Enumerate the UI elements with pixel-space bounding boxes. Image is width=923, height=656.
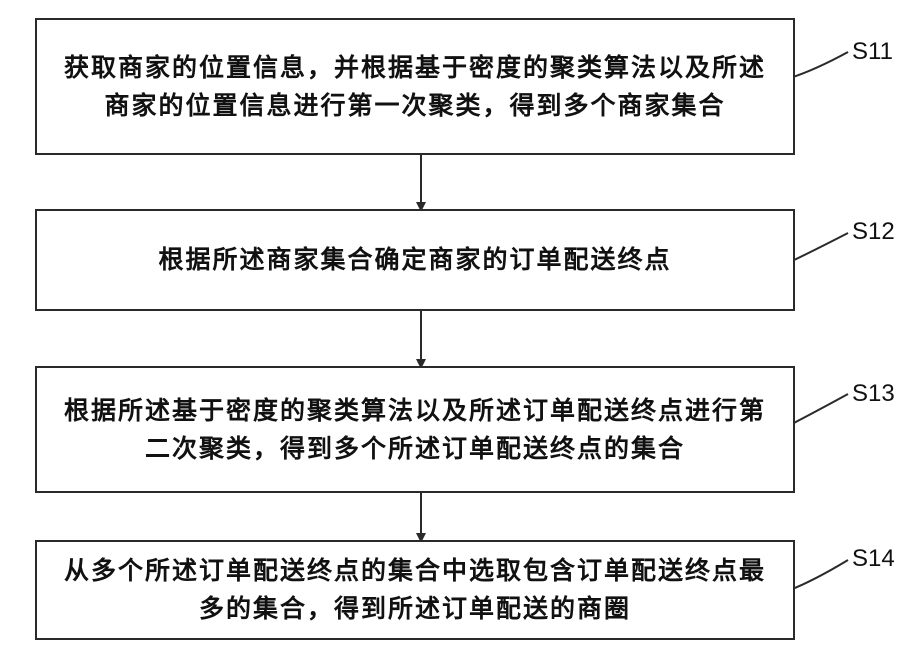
leader-line-s11	[790, 52, 848, 78]
step-box-s13: 根据所述基于密度的聚类算法以及所述订单配送终点进行第二次聚类，得到多个所述订单配…	[35, 366, 795, 493]
step-box-s12: 根据所述商家集合确定商家的订单配送终点	[35, 209, 795, 311]
leader-line-s13	[790, 394, 848, 425]
step-label-s14: S14	[852, 545, 895, 573]
step-label-s12: S12	[852, 218, 895, 246]
step-label-s11: S11	[852, 38, 893, 66]
step-label-s13: S13	[852, 380, 895, 408]
step-text-s12: 根据所述商家集合确定商家的订单配送终点	[140, 241, 689, 279]
step-text-s14: 从多个所述订单配送终点的集合中选取包含订单配送终点最多的集合，得到所述订单配送的…	[37, 552, 793, 628]
step-box-s14: 从多个所述订单配送终点的集合中选取包含订单配送终点最多的集合，得到所述订单配送的…	[35, 540, 795, 640]
leader-line-s12	[790, 233, 848, 262]
leader-line-s14	[790, 560, 848, 590]
step-text-s13: 根据所述基于密度的聚类算法以及所述订单配送终点进行第二次聚类，得到多个所述订单配…	[37, 392, 793, 468]
step-box-s11: 获取商家的位置信息，并根据基于密度的聚类算法以及所述商家的位置信息进行第一次聚类…	[35, 18, 795, 155]
step-text-s11: 获取商家的位置信息，并根据基于密度的聚类算法以及所述商家的位置信息进行第一次聚类…	[37, 49, 793, 125]
